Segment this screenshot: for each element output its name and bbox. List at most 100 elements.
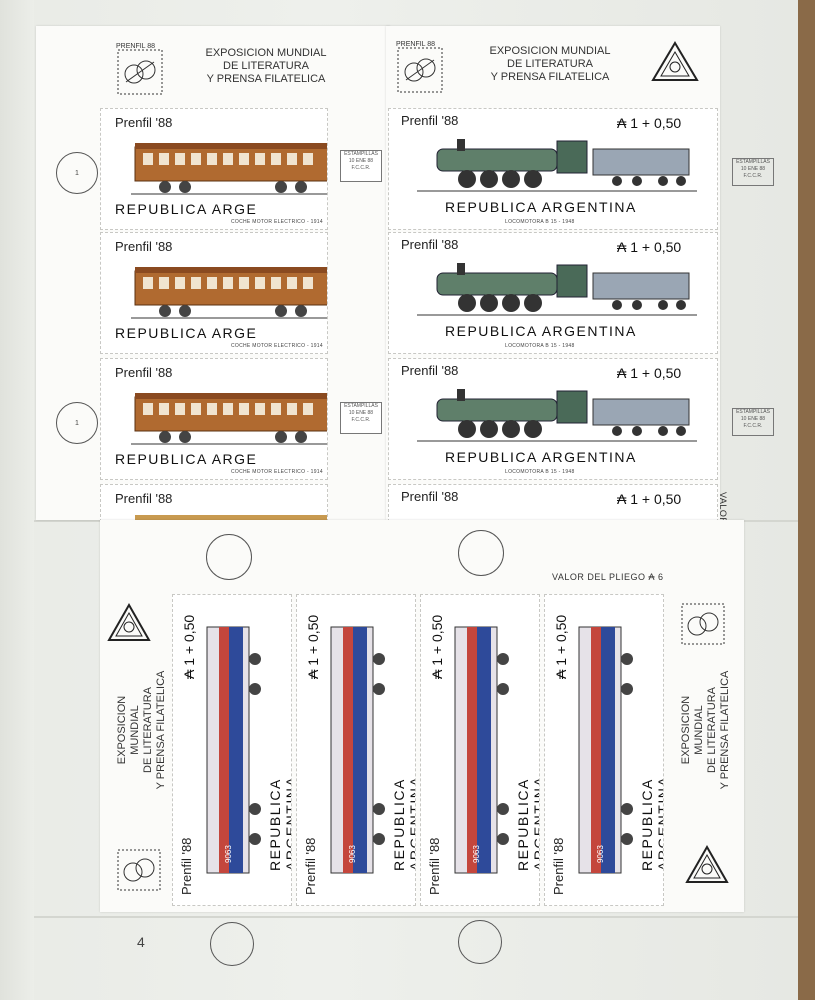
box-mark-line: F.C.C.R. — [351, 417, 371, 423]
coach-roof-edge — [135, 515, 327, 521]
expo-line: EXPOSICION MUNDIAL — [116, 695, 141, 765]
stamp-value: ₳ 1 + 0,50 — [617, 491, 682, 507]
stamp-value: ₳ 1 + 0,50 — [553, 614, 569, 679]
stamp-prenfil: Prenfil '88 — [115, 239, 173, 254]
expo-line: Y PRENSA FILATELICA — [155, 670, 167, 790]
expo-line: DE LITERATURA — [142, 687, 154, 773]
stamp-locomotive: Prenfil '88 ₳ 1 + 0,50 REPUBLICA ARGENTI… — [388, 108, 718, 230]
stamp-caption: LOCOMOTORA B 15 - 1948 — [505, 469, 575, 475]
stamp-value: ₳ 1 + 0,50 — [305, 614, 321, 679]
expo-line: DE LITERATURA — [706, 687, 718, 773]
album-strip — [34, 916, 798, 918]
stamp-caption: LOCOMOTORA B 15 - 1948 — [505, 343, 575, 349]
box-mark-line: F.C.C.R. — [743, 423, 763, 429]
cancel-postmark — [458, 920, 502, 964]
diesel-locomotive-icon: 9063 — [578, 626, 633, 874]
cancel-box-mark: ESTAMPILLAS 10 ENE 88 F.C.C.R. — [340, 150, 382, 182]
stamp-country: REPUBLICA ARGE — [115, 325, 258, 341]
stamp-country: REPUBLICA ARGENTINA — [267, 775, 292, 871]
stamp-caption: COCHE MOTOR ELECTRICO - 1914 — [231, 469, 323, 475]
cancel-postmark — [458, 530, 504, 576]
margin-box-mark: ESTAMPILLAS 10 ENE 88 F.C.C.R. — [732, 408, 774, 436]
cancel-postmark — [206, 534, 252, 580]
steam-locomotive-icon — [417, 263, 697, 316]
stamp-value: ₳ 1 + 0,50 — [617, 239, 682, 255]
stamp-prenfil: Prenfil '88 — [551, 837, 566, 895]
prenfil-logo-icon — [397, 47, 443, 93]
stamp-caption: COCHE MOTOR ELECTRICO - 1914 — [231, 219, 323, 225]
stamp-country: REPUBLICA ARGENTINA — [639, 775, 664, 871]
expo-line: DE LITERATURA — [223, 60, 309, 72]
expo-line: Y PRENSA FILATELICA — [719, 670, 731, 790]
margin-box-mark: ESTAMPILLAS 10 ENE 88 F.C.C.R. — [732, 158, 774, 186]
stamp-prenfil: Prenfil '88 — [115, 491, 173, 506]
stamp-country: REPUBLICA ARGE — [115, 201, 258, 217]
stamp-prenfil: Prenfil '88 — [427, 837, 442, 895]
stamp-prenfil: Prenfil '88 — [401, 237, 459, 252]
box-mark-line: 10 ENE 88 — [740, 166, 766, 172]
box-mark-line: ESTAMPILLAS — [736, 409, 770, 415]
sheet-value-note: VALOR DEL PLIEGO ₳ 6 — [552, 572, 664, 582]
stamp-country: REPUBLICA ARGENTINA — [515, 775, 540, 871]
electric-coach-icon — [131, 143, 327, 195]
expo-title: EXPOSICION MUNDIAL DE LITERATURA Y PRENS… — [196, 47, 336, 86]
stamp-country: REPUBLICA ARGE — [115, 451, 258, 467]
cancel-postmark — [210, 922, 254, 966]
stamp-diesel: ₳ 1 + 0,50 Prenfil '88 9063 REPUBLICA AR… — [172, 594, 292, 906]
stamp-value: ₳ 1 + 0,50 — [617, 115, 682, 131]
stamp-prenfil: Prenfil '88 — [401, 489, 459, 504]
cancel-postmark: 1 — [56, 402, 98, 444]
expo-line: EXPOSICION MUNDIAL — [489, 45, 611, 57]
logo-label: PRENFIL 88 — [116, 43, 156, 50]
loco-number: 9063 — [348, 845, 357, 863]
album-page: 2 3 4 PRENFIL 88 EXPOSICION MUNDIAL DE L… — [0, 0, 798, 1000]
stamp-prenfil: Prenfil '88 — [303, 837, 318, 895]
stamp-value: ₳ 1 + 0,50 — [429, 614, 445, 679]
page-number: 4 — [137, 934, 145, 950]
electric-coach-icon — [131, 267, 327, 319]
prenfil-logo-icon — [117, 849, 161, 891]
box-mark-line: ESTAMPILLAS — [736, 159, 770, 165]
expo-title-rotated: EXPOSICION MUNDIAL DE LITERATURA Y PRENS… — [116, 670, 168, 790]
association-triangle-icon — [651, 41, 699, 81]
cancel-postmark: 1 — [56, 152, 98, 194]
electric-coach-icon — [131, 393, 327, 445]
stamp-caption: COCHE MOTOR ELECTRICO - 1914 — [231, 343, 323, 349]
cancel-box-mark: ESTAMPILLAS 10 ENE 88 F.C.C.R. — [340, 402, 382, 434]
expo-line: Y PRENSA FILATELICA — [206, 73, 326, 85]
association-triangle-icon — [107, 602, 151, 641]
stamp-diesel: ₳ 1 + 0,50 Prenfil '88 9063 REPUBLICA AR… — [544, 594, 664, 906]
stamp-caption: LOCOMOTORA B 15 - 1948 — [505, 219, 575, 225]
stamp-locomotive: Prenfil '88 ₳ 1 + 0,50 REPUBLICA ARGENTI… — [388, 358, 718, 480]
box-mark-line: F.C.C.R. — [743, 173, 763, 179]
expo-title-rotated: EXPOSICION MUNDIAL DE LITERATURA Y PRENS… — [680, 670, 732, 790]
stamp-coach: Prenfil '88 REPUBLICA ARGE COCHE MOTOR E… — [100, 358, 328, 480]
stamp-value: ₳ 1 + 0,50 — [617, 365, 682, 381]
stamp-diesel: ₳ 1 + 0,50 Prenfil '88 9063 REPUBLICA AR… — [296, 594, 416, 906]
box-mark-line: F.C.C.R. — [351, 165, 371, 171]
stamp-prenfil: Prenfil '88 — [179, 837, 194, 895]
diesel-locomotive-icon: 9063 — [454, 626, 509, 874]
stamp-prenfil: Prenfil '88 — [401, 113, 459, 128]
box-mark-line: 10 ENE 88 — [348, 410, 374, 416]
diesel-locomotive-icon: 9063 — [330, 626, 385, 874]
stamp-coach: Prenfil '88 REPUBLICA ARGE COCHE MOTOR E… — [100, 108, 328, 230]
box-mark-line: ESTAMPILLAS — [344, 151, 378, 157]
stamp-prenfil: Prenfil '88 — [115, 365, 173, 380]
loco-number: 9063 — [596, 845, 605, 863]
expo-line: Y PRENSA FILATELICA — [490, 71, 610, 83]
expo-line: DE LITERATURA — [507, 58, 593, 70]
box-mark-line: ESTAMPILLAS — [344, 403, 378, 409]
loco-number: 9063 — [472, 845, 481, 863]
expo-line: EXPOSICION MUNDIAL — [205, 47, 327, 59]
stamp-locomotive: Prenfil '88 ₳ 1 + 0,50 REPUBLICA ARGENTI… — [388, 232, 718, 354]
stamp-prenfil: Prenfil '88 — [115, 115, 173, 130]
stamp-diesel: ₳ 1 + 0,50 Prenfil '88 9063 REPUBLICA AR… — [420, 594, 540, 906]
steam-locomotive-icon — [417, 139, 697, 192]
expo-title: EXPOSICION MUNDIAL DE LITERATURA Y PRENS… — [480, 45, 620, 84]
loco-number: 9063 — [224, 845, 233, 863]
stamp-coach: Prenfil '88 — [100, 484, 328, 522]
stamp-country: REPUBLICA ARGENTINA — [445, 199, 637, 215]
logo-label: PRENFIL 88 — [396, 41, 436, 48]
expo-line: EXPOSICION MUNDIAL — [680, 695, 705, 765]
